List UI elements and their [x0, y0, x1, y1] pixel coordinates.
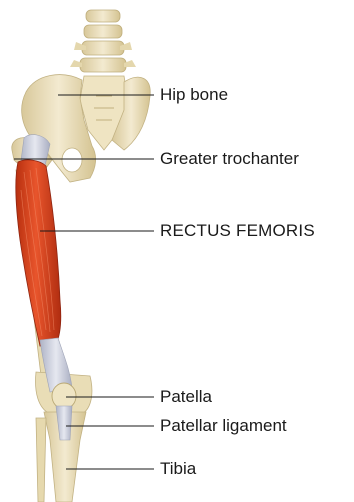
- patella-bone: [52, 383, 76, 409]
- lumbar-vertebrae: [70, 10, 136, 72]
- patella-label: Patella: [160, 388, 212, 405]
- greater-trochanter-label: Greater trochanter: [160, 150, 299, 167]
- fibula-bone: [36, 418, 46, 502]
- patellar-ligament-label: Patellar ligament: [160, 417, 287, 434]
- tibia-label: Tibia: [160, 460, 196, 477]
- rectus-femoris-label: RECTUS FEMORIS: [160, 222, 315, 239]
- hip-bone-label: Hip bone: [160, 86, 228, 103]
